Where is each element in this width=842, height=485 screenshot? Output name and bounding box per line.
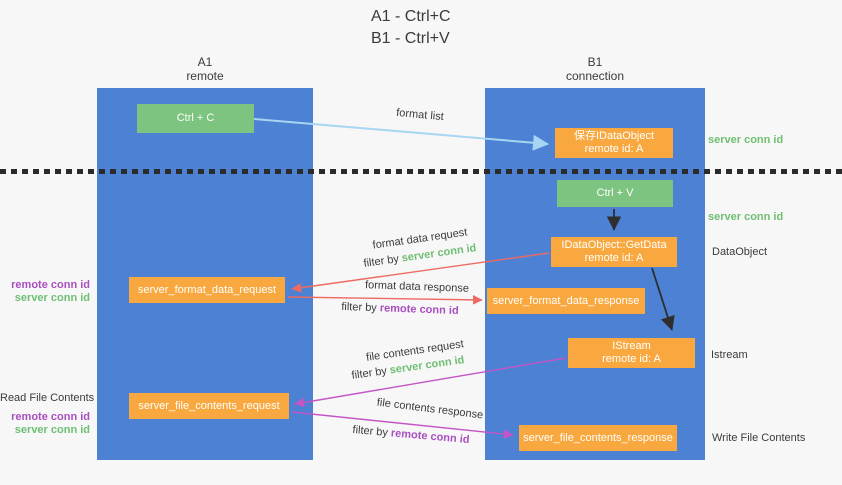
node-label: server_file_contents_request [138, 399, 280, 412]
edge-label-format-list: format list [395, 106, 445, 124]
side-label-dataobject: DataObject [712, 246, 768, 258]
node-ctrl-c: Ctrl + C [137, 104, 254, 133]
column-a1-id: A1 [197, 55, 213, 69]
node-label: server_file_contents_response [523, 431, 673, 444]
title-line-1: A1 - Ctrl+C [371, 8, 451, 25]
edge-label-filter-remote-conn-id-1: filter by remote conn id [330, 301, 470, 318]
side-label-remote-conn-id-format: remote conn id [11, 279, 90, 291]
node-server-format-data-response: server_format_data_response [487, 288, 645, 314]
side-label-server-conn-id-file: server conn id [14, 424, 90, 436]
column-b1-subtitle: connection [565, 69, 625, 83]
edge-label-file-contents-response: file contents response [376, 396, 484, 422]
node-istream: IStream remote id: A [568, 338, 695, 368]
side-label-server-conn-id-format: server conn id [14, 292, 90, 304]
side-label-server-conn-id-mid: server conn id [708, 211, 784, 223]
diagram-title: A1 - Ctrl+C B1 - Ctrl+V [371, 6, 451, 50]
filter-by-text: filter by [362, 252, 403, 270]
node-label: Ctrl + V [596, 187, 634, 199]
column-a1-subtitle: remote [186, 69, 224, 83]
node-server-format-data-request: server_format_data_request [129, 277, 285, 303]
node-sublabel: remote id: A [602, 353, 661, 365]
side-label-write-file-contents: Write File Contents [712, 432, 806, 444]
node-label: server_format_data_request [137, 283, 277, 296]
filter-by-text: filter by [352, 423, 392, 440]
column-header-b1: B1 connection [545, 55, 645, 83]
column-b1-id: B1 [587, 55, 603, 69]
node-sublabel: remote id: A [584, 143, 644, 155]
node-label: server_format_data_response [492, 294, 640, 307]
title-line-2: B1 - Ctrl+V [371, 30, 450, 47]
node-label: 保存IDataObject [573, 130, 655, 142]
node-ctrl-v: Ctrl + V [557, 180, 673, 207]
column-header-a1: A1 remote [155, 55, 255, 83]
side-label-read-file-contents: Read File Contents [0, 392, 95, 404]
node-save-idataobject: 保存IDataObject remote id: A [555, 128, 673, 158]
node-label: Ctrl + C [176, 112, 215, 124]
side-label-remote-conn-id-file: remote conn id [11, 411, 90, 423]
edge-label-format-data-response: format data response [364, 279, 470, 295]
phase-divider-dotted-line [0, 169, 842, 174]
node-label: IStream [612, 340, 651, 352]
remote-conn-id-text: remote conn id [390, 427, 470, 447]
filter-by-text: filter by [341, 300, 381, 315]
node-idataobject-getdata: IDataObject::GetData remote id: A [551, 237, 677, 267]
edge-label-filter-remote-conn-id-2: filter by remote conn id [336, 422, 486, 447]
side-label-server-conn-id-top: server conn id [708, 134, 784, 146]
side-label-istream: Istream [711, 349, 748, 361]
node-server-file-contents-request: server_file_contents_request [129, 393, 289, 419]
arrow-format-data-response [287, 294, 483, 305]
remote-conn-id-text: remote conn id [379, 302, 459, 318]
node-label: IDataObject::GetData [561, 239, 667, 251]
node-server-file-contents-response: server_file_contents_response [519, 425, 677, 451]
filter-by-text: filter by [350, 364, 391, 382]
node-sublabel: remote id: A [584, 252, 644, 264]
